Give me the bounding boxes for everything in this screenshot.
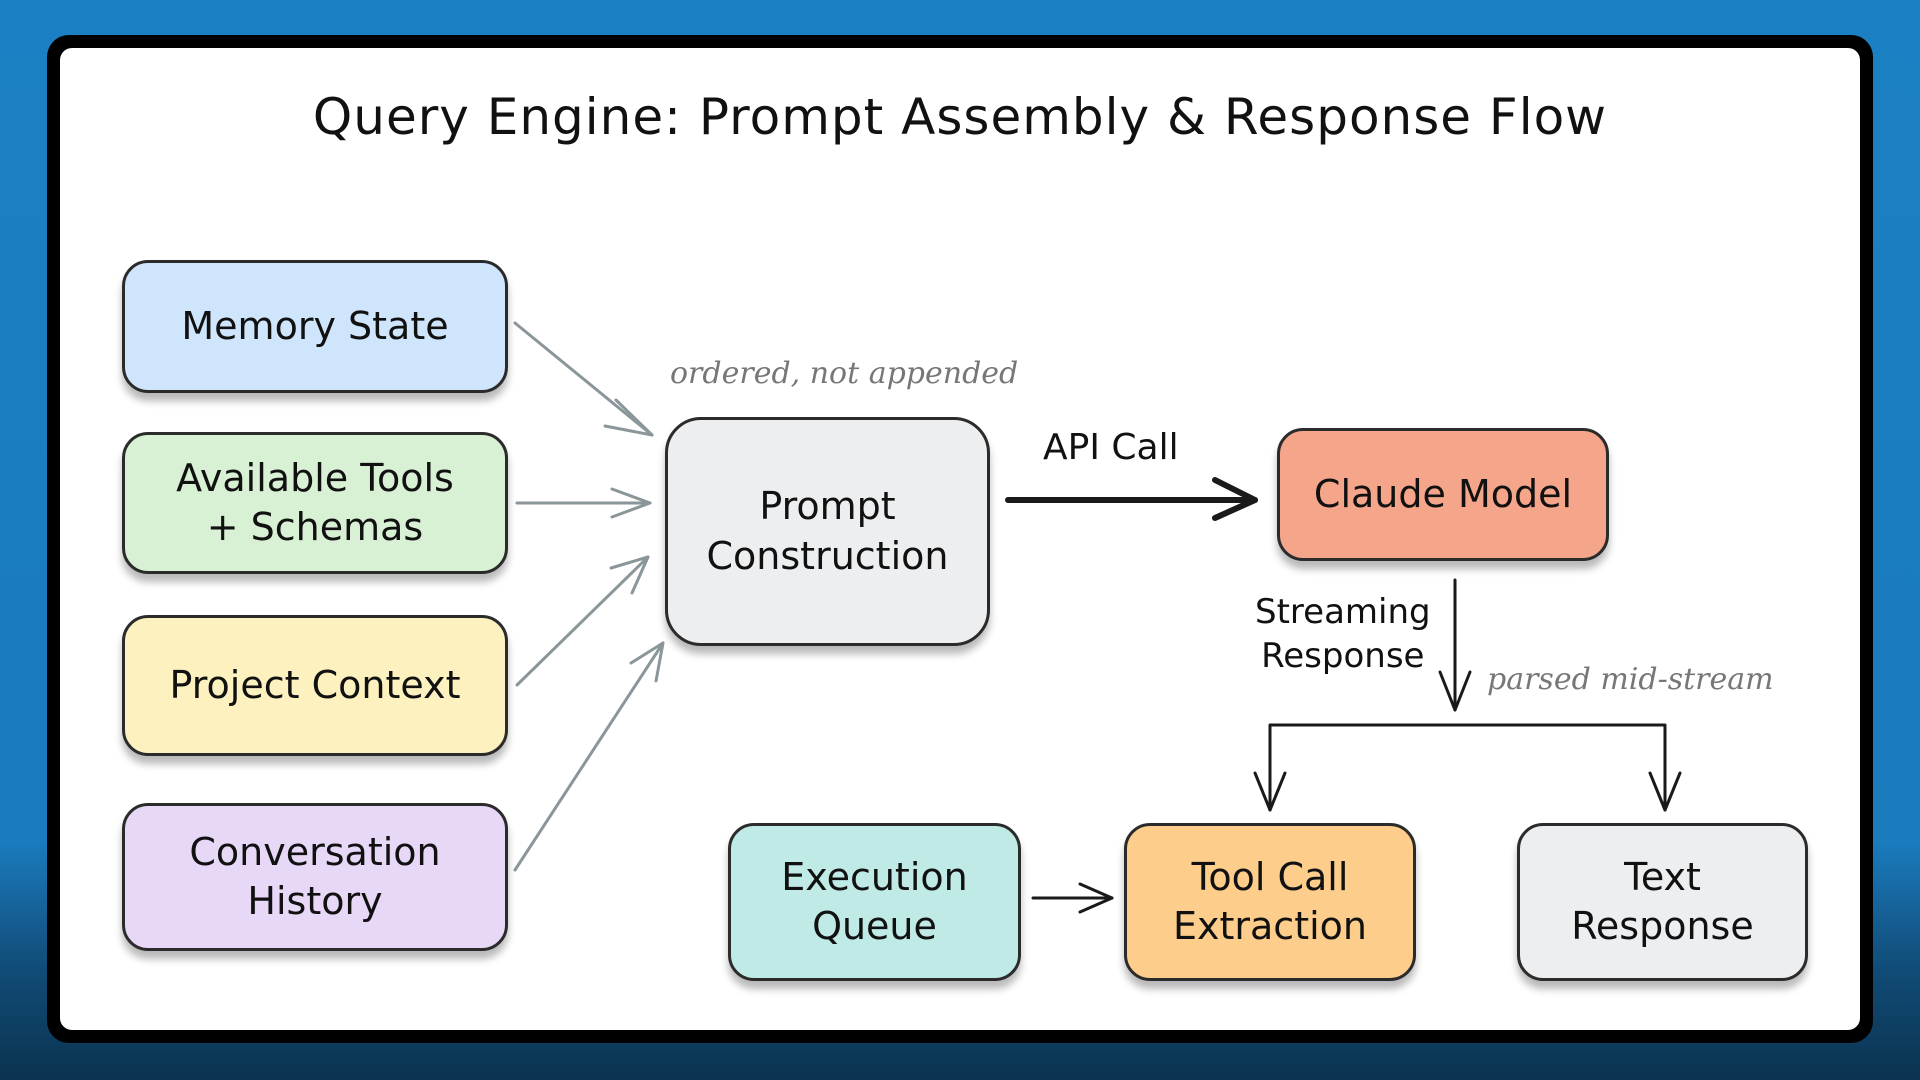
node-claude-model: Claude Model (1277, 428, 1609, 561)
diagram-title: Query Engine: Prompt Assembly & Response… (312, 88, 1608, 146)
node-prompt-construction: Prompt Construction (665, 417, 990, 646)
node-label: Available Tools + Schemas (176, 455, 454, 549)
node-label: Execution Queue (781, 854, 968, 948)
node-available-tools: Available Tools + Schemas (122, 432, 508, 574)
node-memory-state: Memory State (122, 260, 508, 393)
node-text-response: Text Response (1517, 823, 1808, 981)
node-label: Tool Call Extraction (1173, 854, 1367, 948)
node-label: Conversation History (189, 829, 441, 923)
node-conversation-history: Conversation History (122, 803, 508, 951)
node-tool-call-extraction: Tool Call Extraction (1124, 823, 1416, 981)
annotation-ordered: ordered, not appended (670, 356, 1019, 391)
node-label: Prompt Construction (706, 484, 949, 578)
edge-label-api-call: API Call (1043, 427, 1179, 468)
node-label: Claude Model (1313, 471, 1573, 516)
node-label: Text Response (1571, 854, 1754, 948)
annotation-parsed: parsed mid-stream (1487, 662, 1774, 697)
node-label: Project Context (169, 662, 461, 707)
node-project-context: Project Context (122, 615, 508, 756)
node-execution-queue: Execution Queue (728, 823, 1021, 981)
node-label: Memory State (181, 303, 449, 348)
edge-label-streaming-response: Streaming Response (1255, 592, 1431, 677)
